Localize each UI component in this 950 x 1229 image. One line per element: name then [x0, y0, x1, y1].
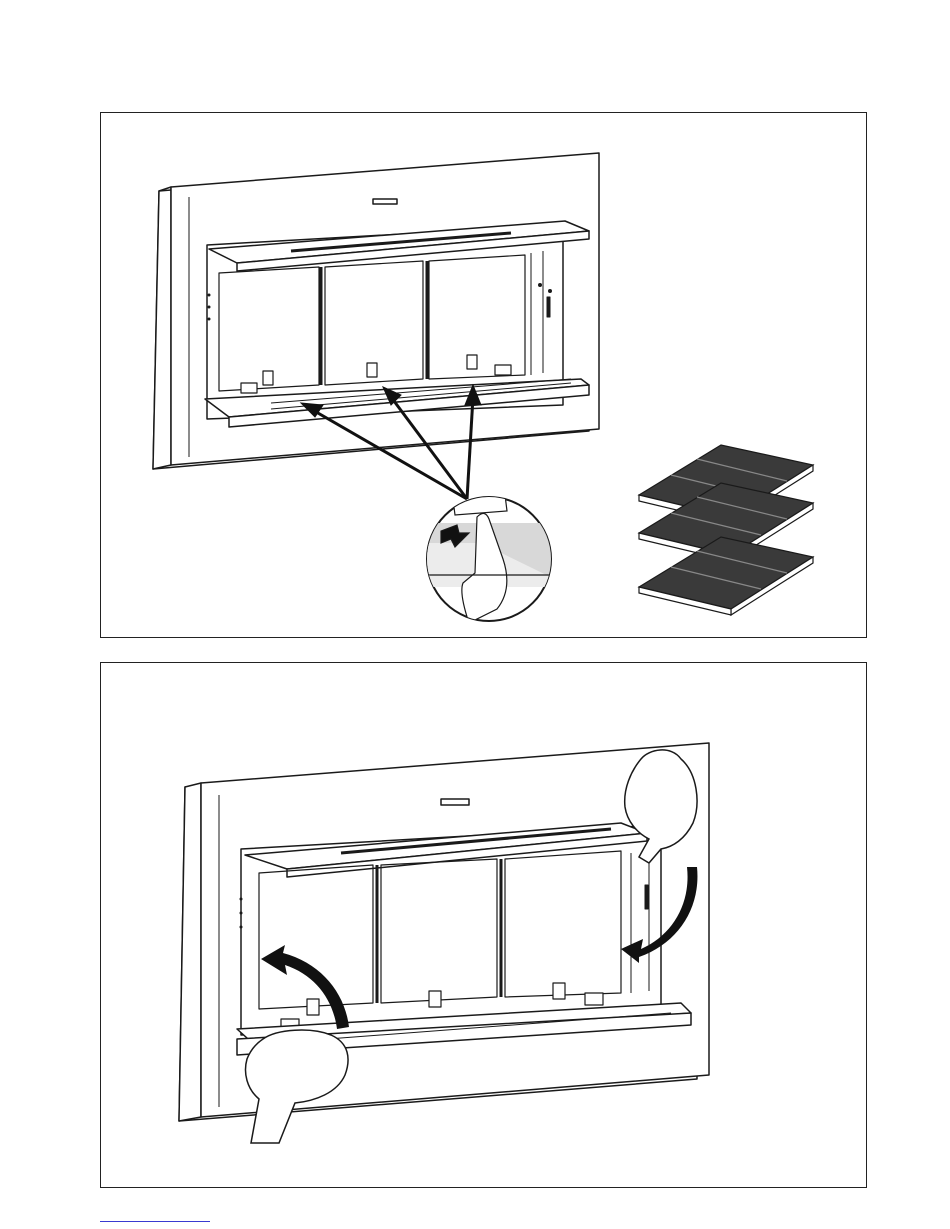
carbon-filters: [639, 445, 813, 615]
top-slot: [373, 199, 397, 204]
hood-illustration-top: [101, 113, 868, 639]
hood-illustration-bottom: [101, 663, 868, 1189]
hand-bottom-left: [246, 1030, 349, 1143]
figure-step-2: [100, 662, 867, 1188]
footer-rule: [100, 1221, 210, 1222]
carbon-filter-3: [639, 537, 813, 615]
latch-detail-zoom: [421, 495, 571, 623]
figure-step-1: [100, 112, 867, 638]
top-slot: [441, 799, 469, 805]
